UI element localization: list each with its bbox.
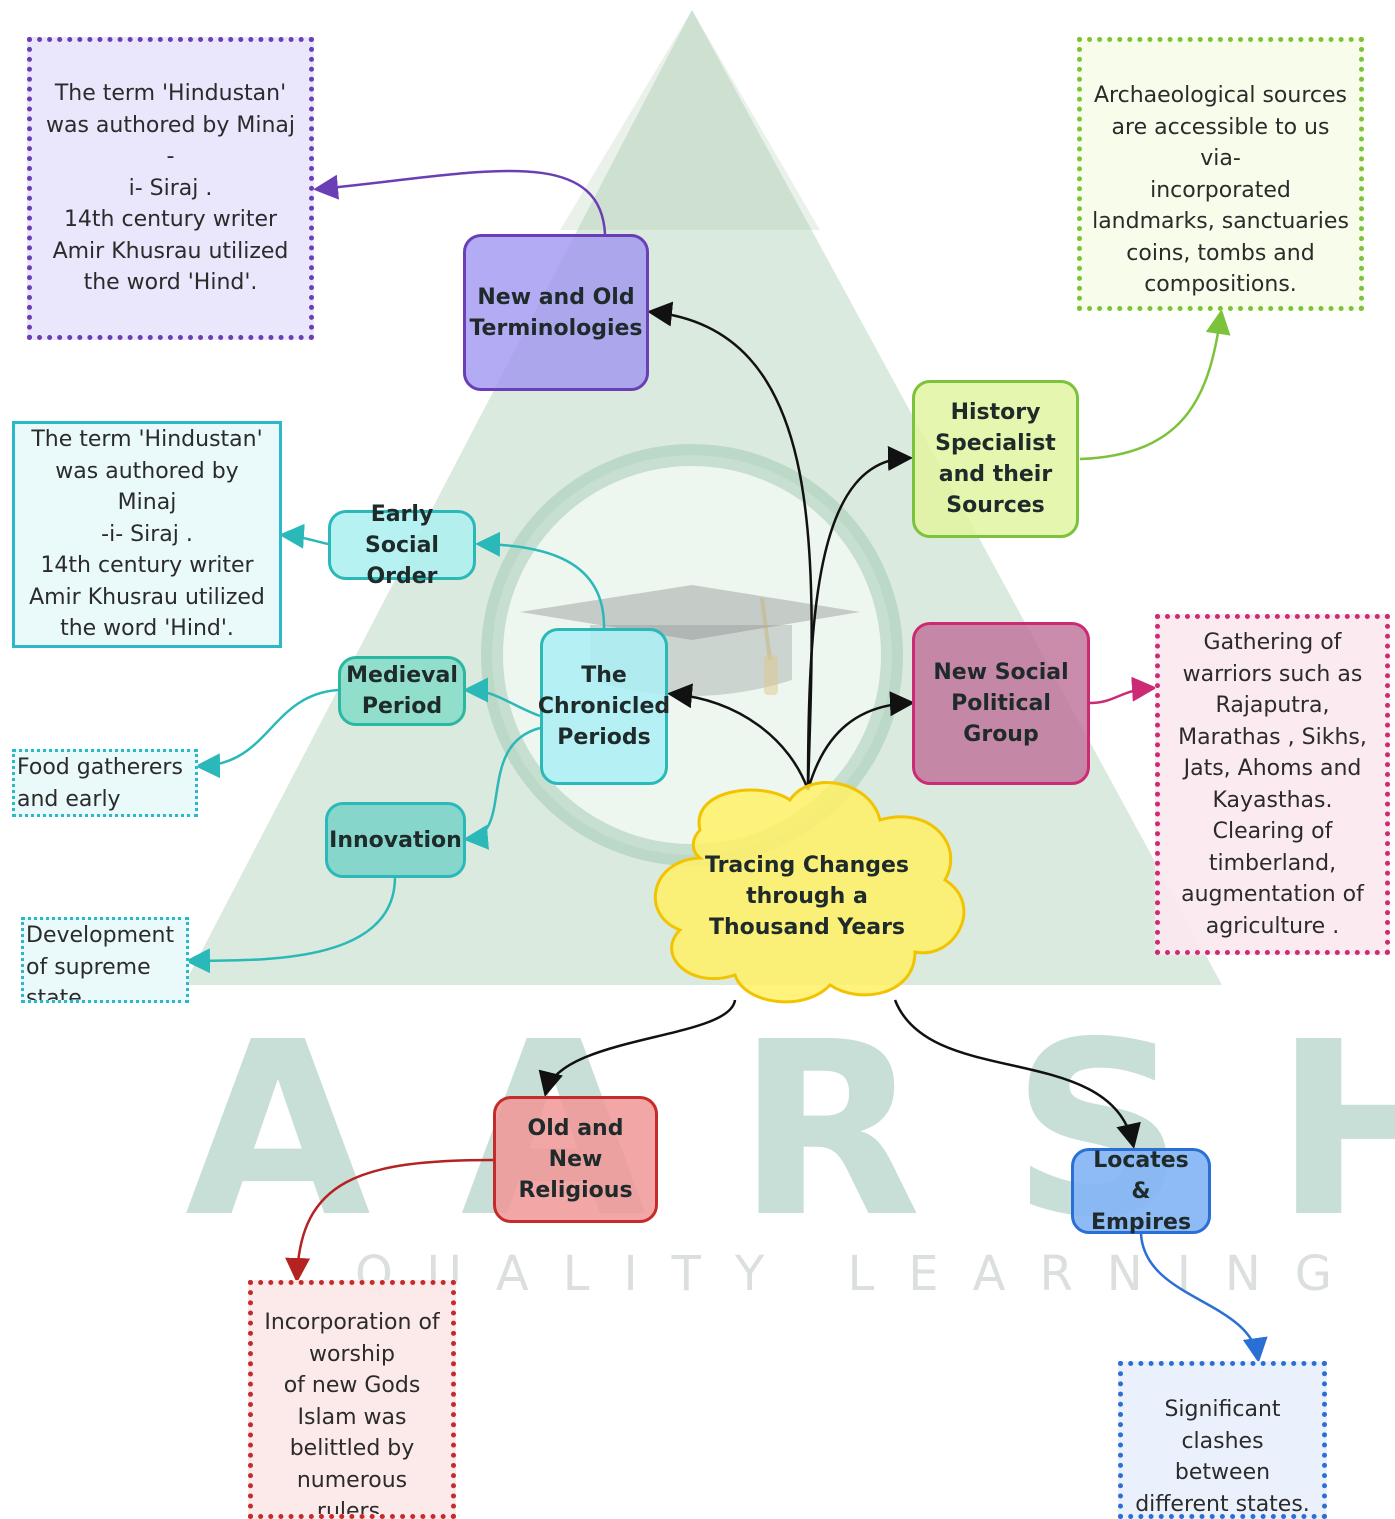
node-early-social-order[interactable]: Early Social Order — [328, 502, 476, 589]
central-topic-label: Tracing Changes through a Thousand Years — [704, 853, 909, 940]
central-cloud — [653, 781, 966, 1004]
edge-history-note — [1079, 309, 1231, 461]
edge-central-chronicle — [667, 683, 810, 791]
edge-chronicle-early — [475, 531, 606, 629]
edge-empires-note — [1139, 1233, 1268, 1363]
edge-religious-note — [285, 1158, 494, 1283]
edge-central-history — [806, 445, 913, 791]
graduation-cap-icon — [520, 585, 860, 640]
edge-chronicle-medieval — [463, 677, 541, 718]
edge-central-social — [806, 691, 915, 791]
node-old-new-religious[interactable]: Old and New Religious — [493, 1096, 658, 1223]
edge-social-note — [1089, 676, 1157, 705]
note-locates-empires: Significant clashes between different st… — [1118, 1361, 1327, 1519]
edge-innovation-note — [185, 876, 397, 974]
node-chronicled-periods[interactable]: The Chronicled Periods — [538, 628, 670, 785]
note-early-social-order: The term 'Hindustan' was authored by Min… — [12, 421, 282, 648]
note-terminologies: The term 'Hindustan' was authored by Min… — [27, 37, 314, 340]
edge-central-terminologies — [647, 301, 813, 791]
edge-terminologies-note — [313, 169, 607, 235]
edge-central-empires — [893, 999, 1141, 1149]
watermark-tagline: QUALITY LEARNING — [355, 1246, 1366, 1302]
note-new-social-political: Gathering of warriors such as Rajaputra,… — [1155, 614, 1390, 955]
node-history-specialist[interactable]: History Specialist and their Sources — [912, 380, 1079, 538]
note-medieval-period: Food gatherers and early — [12, 749, 198, 817]
note-innovation: Development of supreme state — [21, 917, 189, 1003]
node-innovation[interactable]: Innovation — [325, 802, 466, 878]
node-terminologies[interactable]: New and Old Terminologies — [463, 234, 649, 391]
edge-early-note — [279, 523, 329, 549]
edge-medieval-note — [195, 688, 339, 779]
note-old-new-religious: Incorporation of worship of new Gods Isl… — [248, 1280, 456, 1519]
edge-central-religious — [538, 999, 737, 1097]
note-history-specialist: Archaeological sources are accessible to… — [1077, 37, 1364, 311]
edge-chronicle-innovation — [463, 726, 541, 850]
node-new-social-political[interactable]: New Social Political Group — [912, 622, 1090, 785]
node-locates-empires[interactable]: Locates & Empires — [1071, 1148, 1211, 1235]
node-medieval-period[interactable]: Medieval Period — [338, 656, 466, 726]
